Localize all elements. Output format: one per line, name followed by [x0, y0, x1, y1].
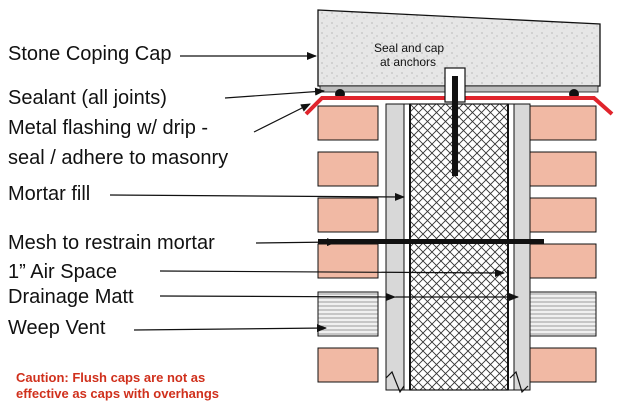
arrow-sealant — [224, 87, 325, 99]
leader-lines — [109, 52, 519, 333]
drainage-mat-right — [513, 103, 531, 391]
coping-assembly — [304, 9, 614, 176]
label-weep-vent: Weep Vent — [8, 317, 106, 339]
arrow-weep — [133, 324, 327, 333]
label-drainage-matt: Drainage Matt — [8, 286, 134, 308]
left-brick-wythe — [317, 104, 386, 390]
mortar-restraint-mesh — [318, 239, 544, 244]
right-brick-wythe — [529, 104, 598, 390]
break-line-right — [509, 370, 529, 394]
label-air-space: 1” Air Space — [8, 261, 117, 283]
arrow-flashing — [253, 103, 311, 133]
arrow-mesh — [255, 238, 337, 247]
weep-vent-left — [317, 291, 379, 337]
stone-coping-cap — [317, 9, 601, 87]
mortar-fill-core — [409, 103, 509, 391]
callout-line-1: Seal and cap — [374, 41, 444, 55]
caution-line-1: Caution: Flush caps are not as — [16, 370, 205, 385]
arrow-mortar — [109, 192, 405, 201]
wall-section — [317, 103, 598, 394]
arrow-air-space — [159, 268, 505, 277]
arrow-drainage-left — [159, 295, 397, 298]
weep-vent-right — [529, 291, 597, 337]
arrow-drainage-mid-head — [386, 293, 396, 301]
break-line-left — [385, 370, 405, 394]
drainage-mat-left — [385, 103, 405, 391]
label-sealant: Sealant (all joints) — [8, 87, 167, 109]
label-mesh: Mesh to restrain mortar — [8, 232, 215, 254]
label-mortar-fill: Mortar fill — [8, 183, 90, 205]
callout-line-2: at anchors — [380, 55, 436, 69]
caution-line-2: effective as caps with overhangs — [16, 386, 219, 401]
anchor-rod — [452, 76, 458, 176]
label-flashing-line-1: Metal flashing w/ drip - — [8, 117, 208, 139]
label-flashing-line-2: seal / adhere to masonry — [8, 147, 228, 169]
label-stone-coping-cap: Stone Coping Cap — [8, 43, 171, 65]
